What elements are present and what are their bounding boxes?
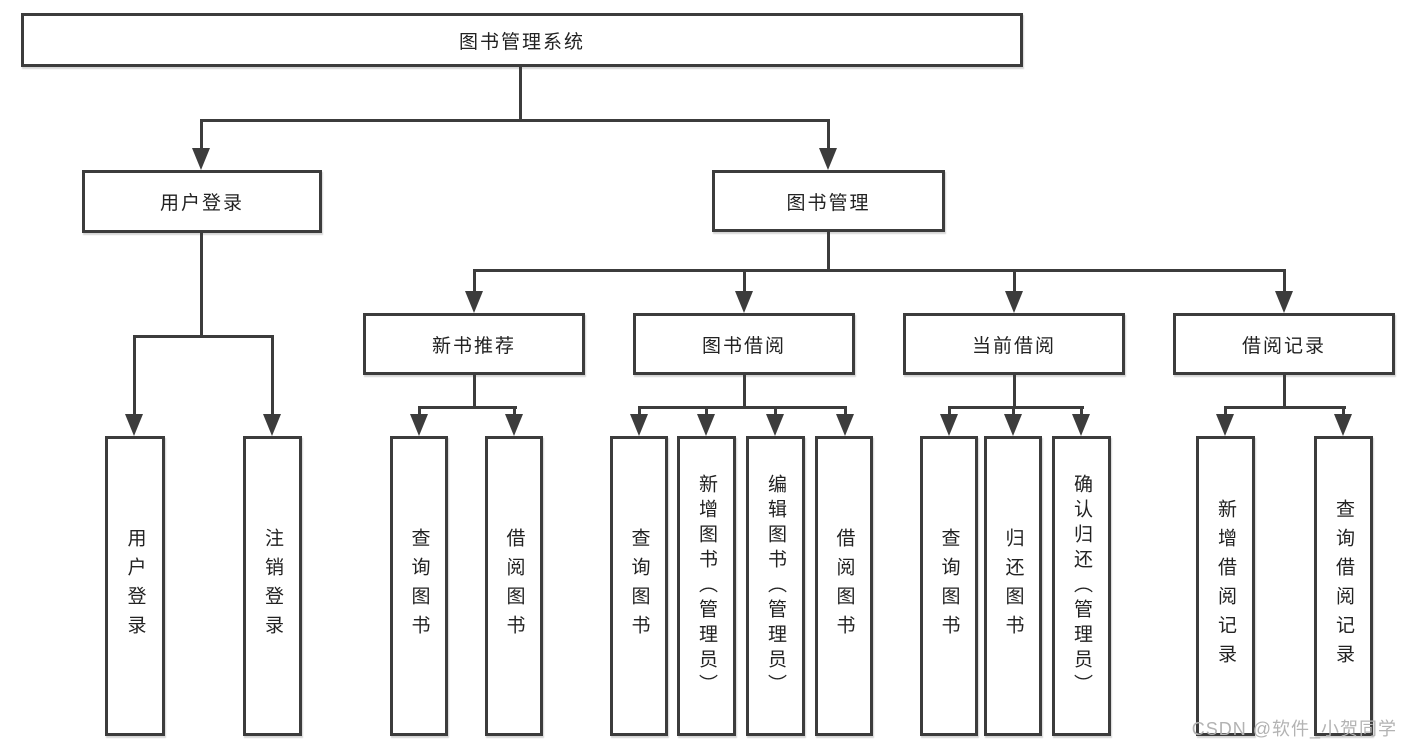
- node-label: 借阅记录: [1241, 335, 1326, 357]
- node-borrowing-records: 借阅记录: [1173, 313, 1395, 375]
- node-label: 注销登录: [262, 528, 283, 644]
- connector-vline: [519, 67, 522, 121]
- connector-arrow-shaft: [1012, 406, 1015, 417]
- leaf-query-books-recommend: 查询图书: [390, 436, 448, 736]
- node-label: 用户登录: [124, 528, 146, 644]
- node-book-management: 图书管理: [712, 170, 945, 232]
- node-label: 归还图书: [1002, 528, 1024, 644]
- arrowhead-down-icon: [1275, 291, 1293, 313]
- connector-arrow-shaft: [473, 269, 476, 294]
- arrowhead-down-icon: [766, 414, 784, 436]
- leaf-add-books-admin: 新增图书（管理员）: [677, 436, 736, 736]
- connector-hline: [948, 406, 1084, 409]
- node-label: 查询图书: [628, 528, 650, 644]
- connector-arrow-shaft: [948, 406, 951, 417]
- node-library-system: 图书管理系统: [21, 13, 1023, 67]
- node-label: 新书推荐: [431, 335, 516, 357]
- connector-arrow-shaft: [1080, 406, 1083, 417]
- connector-vline: [1283, 375, 1286, 408]
- connector-hline: [200, 119, 830, 122]
- node-new-book-recommendation: 新书推荐: [363, 313, 585, 375]
- connector-arrow-shaft: [1342, 406, 1345, 417]
- arrowhead-down-icon: [1005, 291, 1023, 313]
- connector-hline: [473, 269, 1286, 272]
- connector-arrow-shaft: [418, 406, 421, 417]
- arrowhead-down-icon: [630, 414, 648, 436]
- node-current-borrowing: 当前借阅: [903, 313, 1125, 375]
- connector-arrow-shaft: [774, 406, 777, 417]
- connector-vline: [473, 375, 476, 408]
- leaf-borrow-books-borrowing: 借阅图书: [815, 436, 873, 736]
- node-label: 图书借阅: [701, 335, 786, 357]
- connector-arrow-shaft: [743, 269, 746, 294]
- node-label: 新增借阅记录: [1215, 499, 1236, 673]
- leaf-return-books: 归还图书: [984, 436, 1042, 736]
- leaf-confirm-return-admin: 确认归还（管理员）: [1052, 436, 1111, 736]
- leaf-query-borrow-record: 查询借阅记录: [1314, 436, 1373, 736]
- arrowhead-down-icon: [735, 291, 753, 313]
- node-label: 图书管理系统: [458, 31, 585, 53]
- leaf-borrow-books-recommend: 借阅图书: [485, 436, 543, 736]
- leaf-query-books-current: 查询图书: [920, 436, 978, 736]
- node-label: 用户登录: [159, 193, 244, 214]
- connector-vline: [200, 233, 203, 337]
- leaf-add-borrow-record: 新增借阅记录: [1196, 436, 1255, 736]
- arrowhead-down-icon: [263, 414, 281, 436]
- connector-vline: [827, 232, 830, 272]
- arrowhead-down-icon: [1072, 414, 1090, 436]
- arrowhead-down-icon: [410, 414, 428, 436]
- connector-hline: [418, 406, 517, 409]
- connector-arrow-shaft: [844, 406, 847, 417]
- node-label: 借阅图书: [503, 528, 525, 644]
- arrowhead-down-icon: [819, 148, 837, 170]
- connector-hline: [133, 335, 274, 338]
- connector-arrow-shaft: [1224, 406, 1227, 417]
- node-label: 确认归还（管理员）: [1071, 473, 1092, 699]
- node-label: 查询图书: [408, 528, 430, 644]
- node-label: 当前借阅: [971, 335, 1056, 357]
- csdn-watermark: CSDN @软件_小贺同学: [1191, 719, 1397, 739]
- node-label: 借阅图书: [833, 528, 855, 644]
- arrowhead-down-icon: [940, 414, 958, 436]
- node-book-borrowing: 图书借阅: [633, 313, 855, 375]
- leaf-edit-books-admin: 编辑图书（管理员）: [746, 436, 805, 736]
- arrowhead-down-icon: [1334, 414, 1352, 436]
- arrowhead-down-icon: [465, 291, 483, 313]
- connector-arrow-shaft: [513, 406, 516, 417]
- leaf-user-login: 用户登录: [105, 436, 165, 736]
- node-label: 图书管理: [786, 192, 871, 214]
- connector-vline: [1013, 375, 1016, 408]
- connector-arrow-shaft: [133, 335, 136, 417]
- connector-arrow-shaft: [1013, 269, 1016, 294]
- connector-hline: [638, 406, 847, 409]
- connector-vline: [743, 375, 746, 408]
- node-label: 查询借阅记录: [1333, 499, 1354, 673]
- arrowhead-down-icon: [836, 414, 854, 436]
- leaf-query-books-borrowing: 查询图书: [610, 436, 668, 736]
- arrowhead-down-icon: [125, 414, 143, 436]
- arrowhead-down-icon: [192, 148, 210, 170]
- node-user-login: 用户登录: [82, 170, 322, 233]
- connector-arrow-shaft: [1283, 269, 1286, 294]
- node-label: 新增图书（管理员）: [696, 473, 717, 699]
- connector-arrow-shaft: [827, 119, 830, 151]
- node-label: 编辑图书（管理员）: [765, 473, 786, 699]
- connector-arrow-shaft: [200, 119, 203, 151]
- arrowhead-down-icon: [505, 414, 523, 436]
- arrowhead-down-icon: [697, 414, 715, 436]
- leaf-logout-login: 注销登录: [243, 436, 302, 736]
- connector-arrow-shaft: [705, 406, 708, 417]
- arrowhead-down-icon: [1216, 414, 1234, 436]
- connector-arrow-shaft: [638, 406, 641, 417]
- connector-arrow-shaft: [271, 335, 274, 417]
- arrowhead-down-icon: [1004, 414, 1022, 436]
- connector-hline: [1224, 406, 1346, 409]
- node-label: 查询图书: [938, 528, 960, 644]
